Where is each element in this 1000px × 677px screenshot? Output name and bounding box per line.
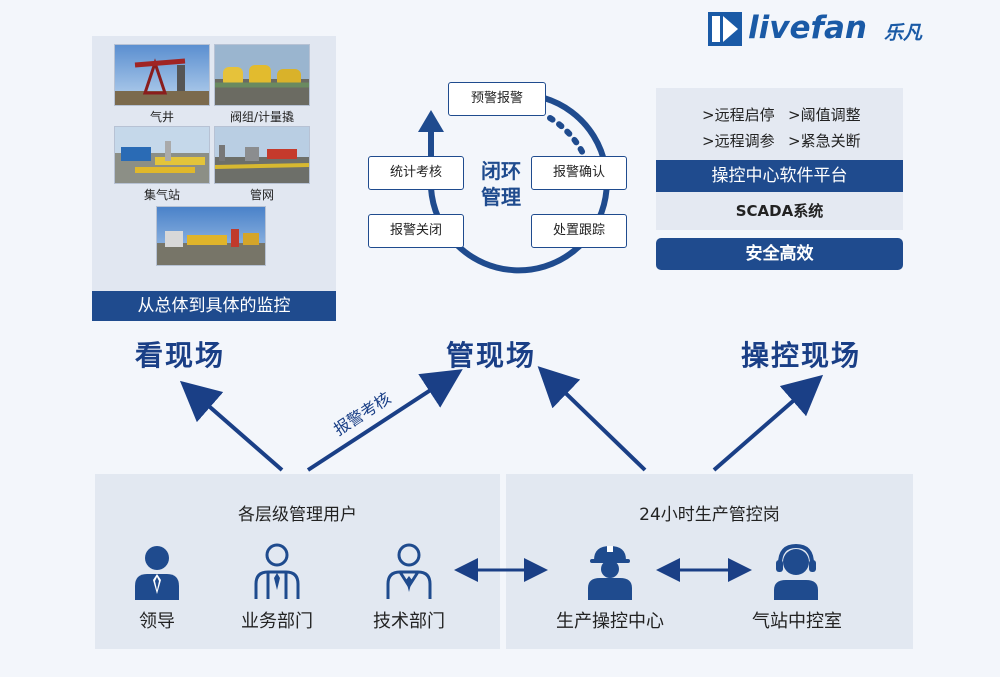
photo-caption-gas-station: 集气站: [143, 188, 180, 202]
arrow-to-manage-site-right: [537, 366, 647, 472]
person-label-business: 业务部门: [241, 611, 313, 632]
scada-system-label: SCADA系统: [735, 202, 824, 220]
users-panel-title: 各层级管理用户: [238, 505, 357, 525]
cycle-arrowhead-icon: [418, 110, 444, 132]
control-item: >远程调参: [702, 132, 775, 150]
leader-icon: [135, 546, 179, 600]
logo-wordmark: livefan: [748, 10, 867, 46]
control-item: >紧急关断: [788, 132, 861, 150]
heading-see-site: 看现场: [135, 339, 226, 372]
cycle-step-alarm-confirm: 报警确认: [531, 156, 627, 190]
gas-station-photo: [114, 126, 210, 184]
control-item: >远程启停: [702, 106, 775, 124]
tech-dept-icon: [386, 543, 432, 599]
cycle-step-alarm-close: 报警关闭: [368, 214, 464, 248]
person-label-leader: 领导: [139, 611, 175, 632]
logo-mark-icon: [708, 12, 742, 46]
photo-caption-valve-group: 阀组/计量撬: [229, 110, 295, 124]
cycle-step-stats-assess: 统计考核: [368, 156, 464, 190]
heading-operate-site: 操控现场: [741, 339, 862, 372]
pipeline-network-photo: [214, 126, 310, 184]
cycle-dotted-arc: [547, 115, 589, 163]
arrow-to-operate-site: [712, 374, 824, 472]
cycle-step-warning-alarm: 预警报警: [448, 82, 546, 116]
business-dept-icon: [254, 543, 300, 599]
cycle-center-label: 闭环管理: [481, 159, 521, 209]
cycle-step-handling-track: 处置跟踪: [531, 214, 627, 248]
heading-manage-site: 管现场: [446, 339, 537, 372]
control-functions-panel: >远程启停 >阈值调整 >远程调参 >紧急关断: [656, 88, 903, 230]
management-users-panel: 各层级管理用户 领导 业务部门 技术部门: [95, 474, 500, 649]
gas-well-photo: [114, 44, 210, 106]
monitoring-photos-panel: 气井 阀组/计量撬 集气站 管网: [92, 36, 336, 321]
arrow-to-manage-site-left: [306, 369, 463, 472]
headset-operator-icon: [774, 543, 818, 600]
arrow-to-see-site: [179, 380, 284, 472]
person-label-tech: 技术部门: [373, 611, 445, 632]
valve-group-photo: [214, 44, 310, 106]
monitor-caption-bar: 从总体到具体的监控: [92, 291, 336, 321]
hardhat-worker-icon: [588, 546, 632, 600]
livefan-logo: livefan 乐凡: [708, 10, 968, 52]
control-item: >阈值调整: [788, 106, 861, 124]
photo-caption-gas-well: 气井: [149, 110, 174, 124]
person-label-production-center: 生产操控中心: [556, 611, 664, 632]
ops-panel-title: 24小时生产管控岗: [639, 505, 780, 525]
safe-efficient-bar: 安全高效: [656, 238, 903, 270]
logo-chinese-name: 乐凡: [884, 22, 923, 44]
facility-photo: [156, 206, 266, 266]
photo-caption-pipeline: 管网: [249, 188, 274, 202]
person-label-station-control-room: 气站中控室: [752, 611, 842, 632]
software-platform-bar: 操控中心软件平台: [656, 160, 903, 192]
